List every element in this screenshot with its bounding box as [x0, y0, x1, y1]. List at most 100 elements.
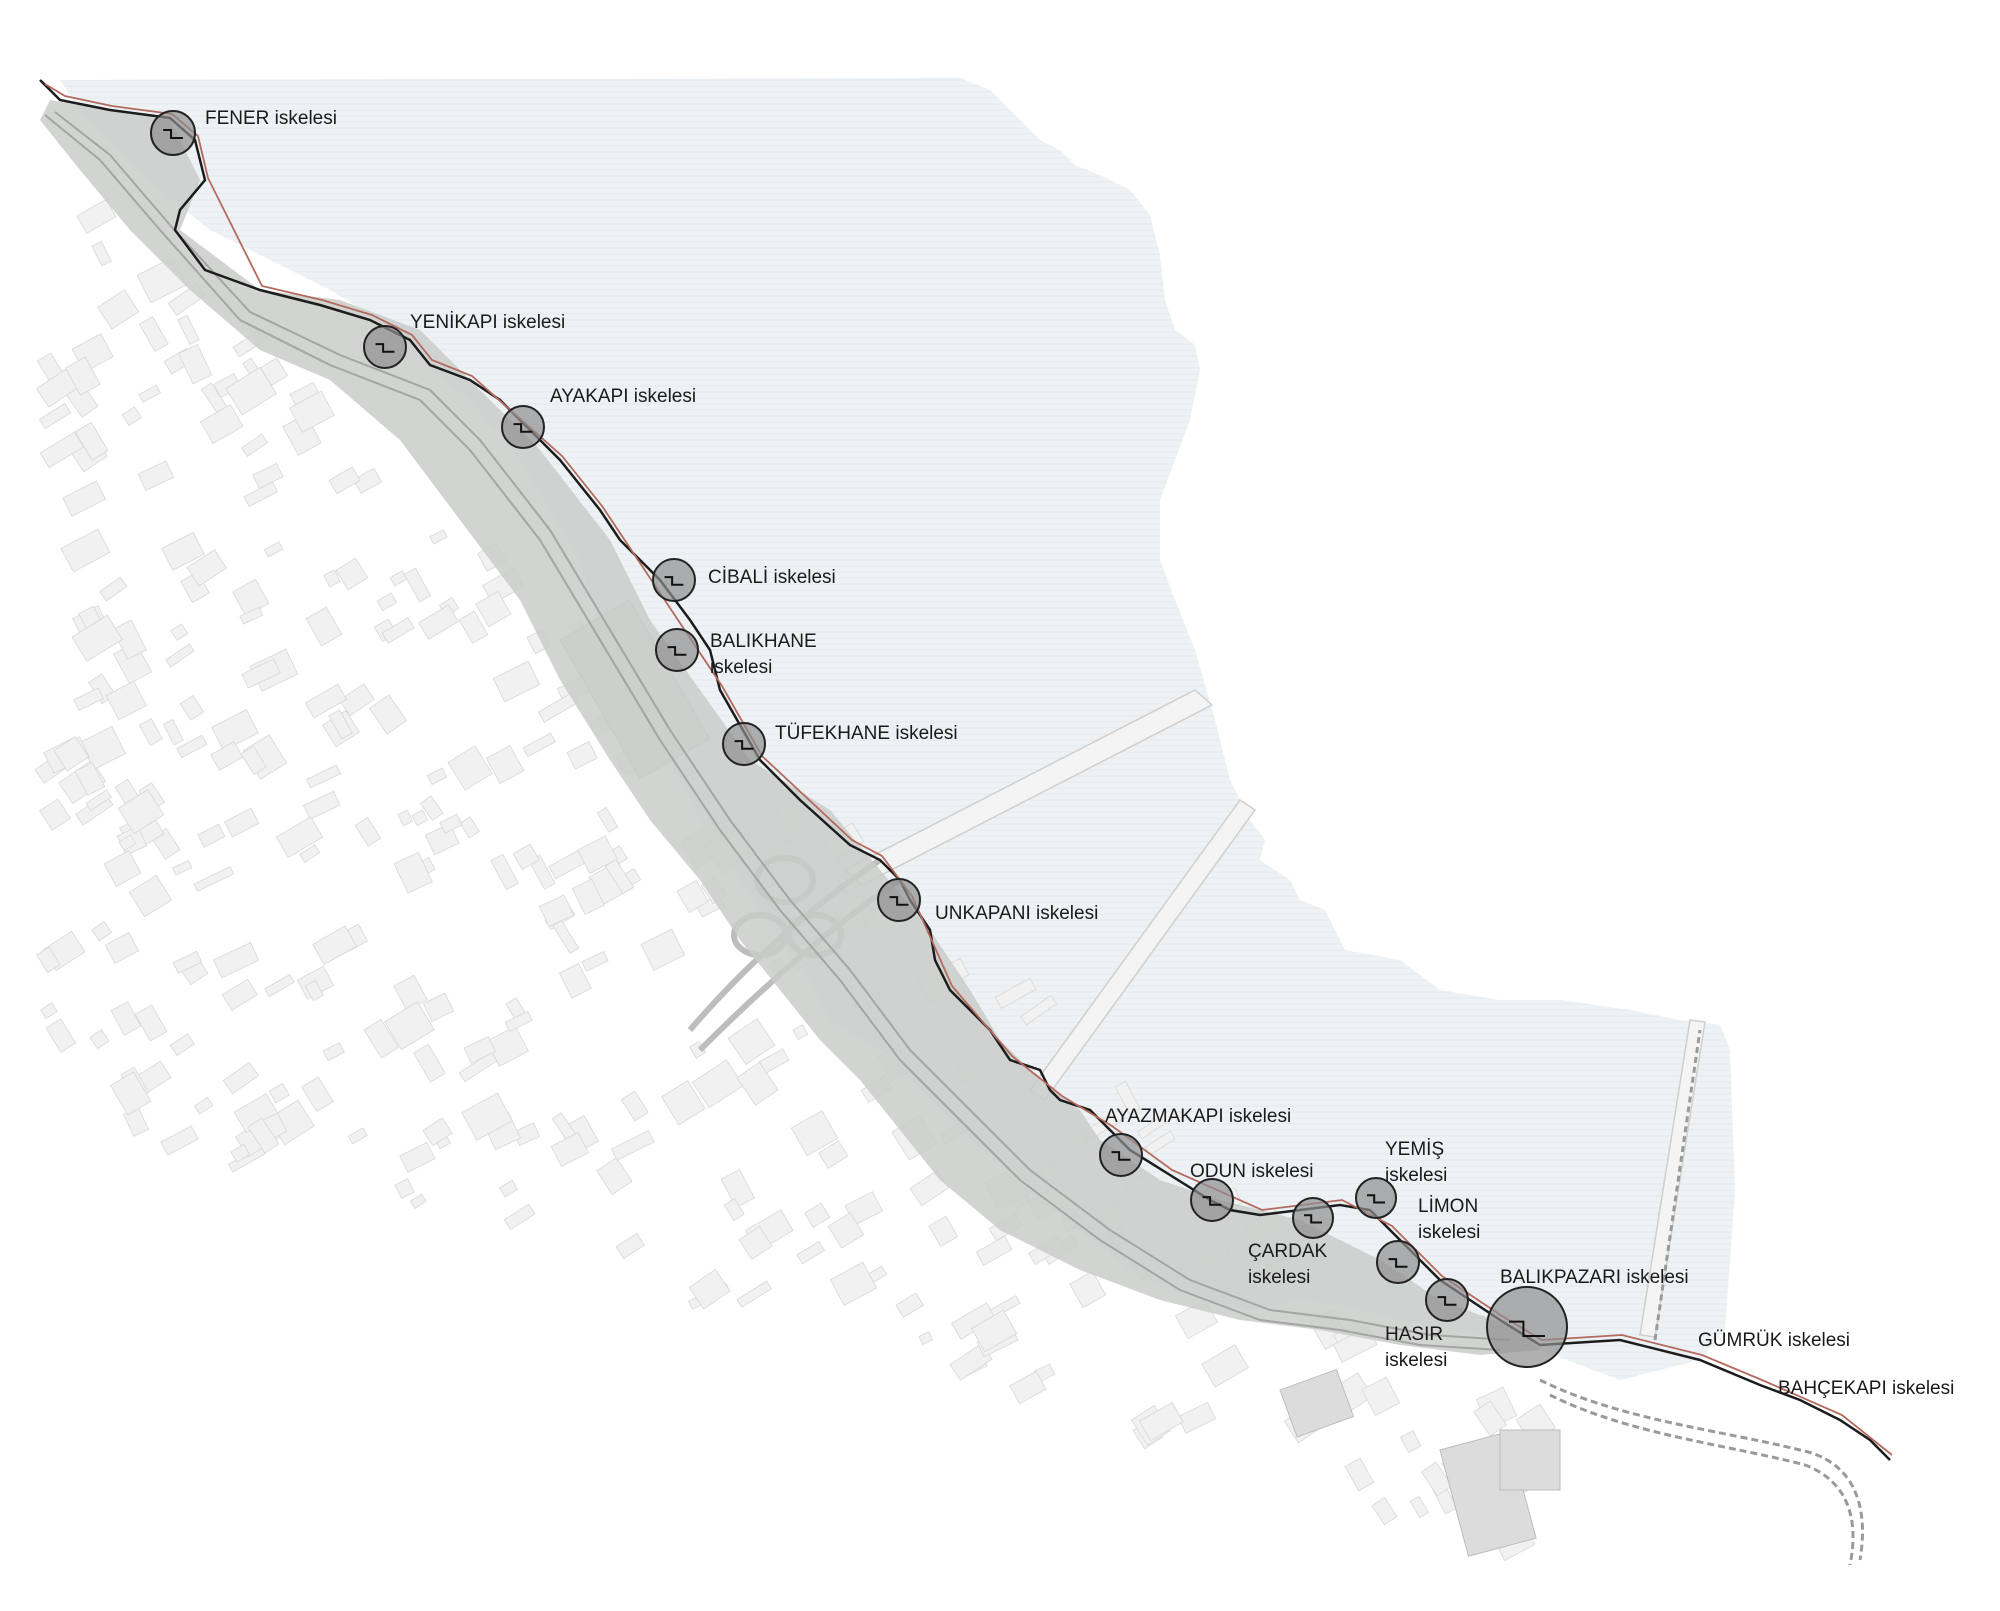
city-block — [720, 1168, 756, 1209]
city-block — [288, 390, 335, 433]
city-block — [596, 1157, 633, 1196]
city-block — [111, 619, 147, 660]
city-block — [53, 736, 90, 772]
city-block — [994, 977, 1037, 1009]
city-block — [241, 433, 269, 457]
city-block — [419, 795, 444, 822]
pier-label-tufekhane: TÜFEKHANE iskelesi — [775, 723, 958, 744]
pier-circle — [1425, 1278, 1469, 1322]
city-block — [389, 570, 408, 587]
pier-marker-balikpazari[interactable] — [1486, 1286, 1568, 1368]
city-block — [241, 658, 281, 689]
pier-icon — [889, 896, 909, 906]
city-block — [117, 788, 165, 835]
pier-marker-limon[interactable] — [1376, 1240, 1420, 1284]
pier-marker-unkapani[interactable] — [877, 878, 921, 922]
pier-marker-cibali[interactable] — [652, 558, 696, 602]
city-block — [558, 962, 592, 999]
pier-label-line: CİBALİ iskelesi — [708, 567, 836, 588]
city-block — [566, 741, 598, 770]
promenade — [40, 100, 1540, 1355]
city-block — [39, 431, 85, 469]
city-block — [615, 1232, 646, 1260]
city-block — [178, 344, 213, 385]
city-block — [818, 1140, 849, 1169]
city-block — [225, 366, 277, 416]
city-block — [177, 314, 200, 345]
railway — [1539, 1378, 1864, 1566]
city-block — [394, 1178, 415, 1199]
city-block — [354, 816, 382, 847]
city-block — [239, 606, 264, 625]
city-block — [243, 481, 279, 508]
city-block — [45, 1018, 77, 1053]
pier-circle — [877, 878, 921, 922]
pier-marker-yemis[interactable] — [1355, 1177, 1397, 1219]
city-block — [970, 1309, 1018, 1353]
city-block — [418, 604, 459, 640]
city-block — [161, 531, 205, 571]
pier-label-cibali: CİBALİ iskelesi — [708, 567, 836, 588]
city-block — [989, 1295, 1021, 1318]
pier-label-bahcekapi: BAHÇEKAPI iskelesi — [1778, 1378, 1954, 1399]
city-block — [596, 806, 619, 833]
city-block — [121, 406, 142, 427]
city-block — [1344, 1457, 1375, 1492]
city-block — [170, 623, 189, 642]
city-block — [138, 717, 163, 746]
pier-marker-fener[interactable] — [150, 110, 196, 156]
city-block — [577, 835, 618, 874]
city-block — [403, 567, 432, 603]
city-block — [282, 413, 322, 456]
city-block — [381, 616, 415, 644]
city-block — [64, 356, 101, 396]
pier-icon — [1111, 1151, 1131, 1161]
city-block — [210, 741, 244, 771]
pier-marker-cardak[interactable] — [1292, 1197, 1334, 1239]
city-block — [640, 928, 686, 972]
city-block — [736, 1280, 772, 1308]
pier-marker-ayakapi[interactable] — [501, 405, 545, 449]
pier-circle — [1099, 1133, 1143, 1177]
city-block — [1399, 1430, 1422, 1453]
city-block — [411, 809, 429, 827]
city-block — [197, 823, 226, 848]
city-block — [723, 1198, 745, 1222]
city-block — [162, 719, 184, 746]
pier-marker-tufekhane[interactable] — [722, 722, 766, 766]
city-block — [604, 858, 635, 895]
pier-label-line: UNKAPANI iskelesi — [935, 903, 1098, 924]
city-block — [301, 1076, 334, 1113]
city-block — [304, 683, 348, 719]
city-block — [676, 879, 709, 914]
city-block — [352, 467, 383, 494]
city-block — [688, 1268, 731, 1310]
pier-marker-balikhane[interactable] — [655, 628, 699, 672]
pier-icon — [163, 129, 183, 139]
pier-marker-odun[interactable] — [1190, 1178, 1234, 1222]
pier-icon — [1202, 1196, 1222, 1206]
city-block — [918, 1331, 934, 1345]
pier-label-line: iskelesi — [1248, 1267, 1310, 1288]
city-block — [128, 874, 173, 918]
pier-circle — [1190, 1178, 1234, 1222]
pier-label-ayazmakapi: AYAZMAKAPI iskelesi — [1105, 1106, 1291, 1127]
city-block — [522, 732, 556, 758]
city-block — [827, 1212, 865, 1249]
pier-marker-hasir[interactable] — [1425, 1278, 1469, 1322]
pier-circle — [1292, 1197, 1334, 1239]
city-block — [105, 680, 147, 721]
city-block — [1136, 1108, 1177, 1140]
city-block — [727, 1018, 776, 1066]
pier-marker-yenikapi[interactable] — [363, 325, 407, 369]
pier-marker-ayazmakapi[interactable] — [1099, 1133, 1143, 1177]
city-block — [240, 745, 267, 776]
city-block — [221, 978, 258, 1011]
city-block — [552, 920, 580, 955]
city-block — [109, 1071, 152, 1116]
landmark-block — [1499, 1429, 1561, 1491]
city-block — [263, 541, 284, 558]
city-block — [118, 834, 137, 852]
pier-markers — [150, 110, 1568, 1368]
city-block — [829, 1261, 878, 1306]
